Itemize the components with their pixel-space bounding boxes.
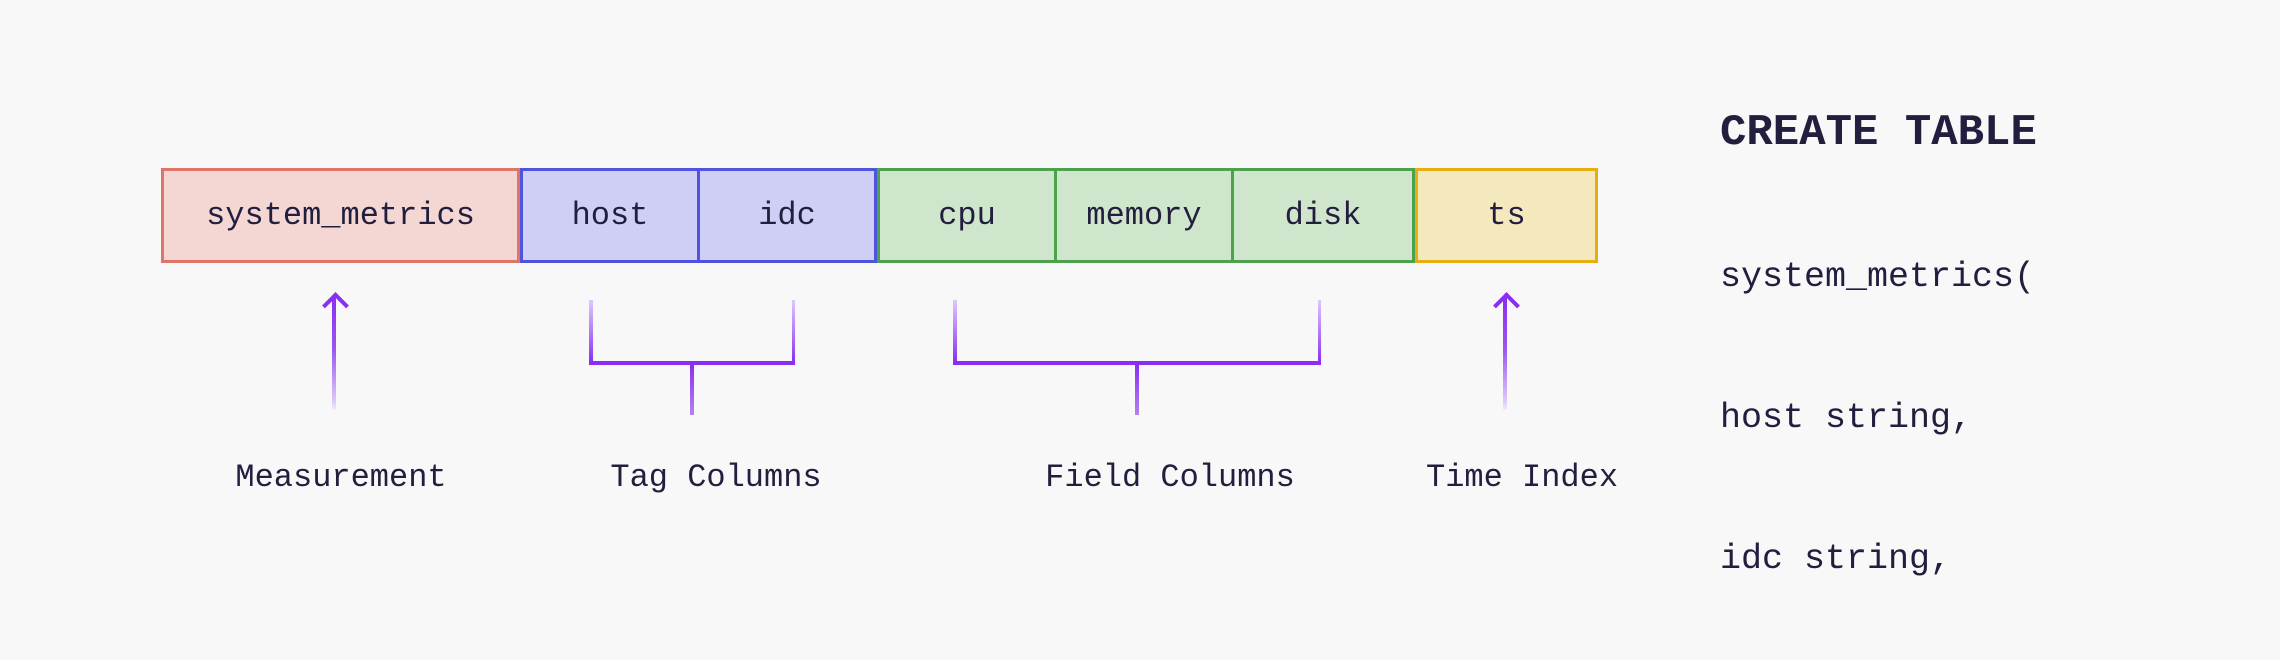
bracket-bar xyxy=(953,361,1321,365)
arrow-head xyxy=(1493,292,1520,319)
bracket-tick-right xyxy=(1317,300,1321,363)
bracket-bar xyxy=(589,361,795,365)
tag-cell-idc: idc xyxy=(697,168,877,263)
tag-columns-label: Tag Columns xyxy=(610,459,822,496)
tag-columns-bracket-icon xyxy=(589,300,795,417)
bracket-tick-left xyxy=(589,300,593,363)
sql-body: system_metrics( host string, idc string,… xyxy=(1720,160,2224,660)
create-table-snippet: CREATE TABLE system_metrics( host string… xyxy=(1720,106,2224,660)
field-cell-cpu-label: cpu xyxy=(938,197,996,234)
schema-row: system_metrics host idc cpu memory disk … xyxy=(161,168,1598,263)
measurement-cell: system_metrics xyxy=(161,168,520,263)
sql-title: CREATE TABLE xyxy=(1720,108,2037,158)
sql-line: system_metrics( xyxy=(1720,254,2224,301)
arrow-shaft xyxy=(1503,298,1507,410)
field-cell-memory: memory xyxy=(1054,168,1234,263)
time-index-label: Time Index xyxy=(1425,459,1619,496)
measurement-cell-label: system_metrics xyxy=(206,197,475,234)
arrow-head xyxy=(322,292,349,319)
field-cell-cpu: cpu xyxy=(877,168,1057,263)
bracket-stem xyxy=(690,365,694,415)
time-index-cell: ts xyxy=(1415,168,1598,263)
bracket-stem xyxy=(1135,365,1139,415)
field-cell-disk-label: disk xyxy=(1284,197,1362,234)
bracket-tick-left xyxy=(953,300,957,363)
measurement-up-arrow-icon xyxy=(322,292,349,415)
sql-text: host string, xyxy=(1720,398,1973,438)
sql-text: system_metrics( xyxy=(1720,257,2036,297)
tag-cell-host-label: host xyxy=(571,197,649,234)
sql-line: host string, xyxy=(1720,395,2224,442)
field-columns-bracket-icon xyxy=(953,300,1321,417)
field-columns-label: Field Columns xyxy=(1045,459,1295,496)
field-cell-disk: disk xyxy=(1231,168,1415,263)
time-index-up-arrow-icon xyxy=(1493,292,1520,415)
sql-line: idc string, xyxy=(1720,536,2224,583)
sql-text: idc string, xyxy=(1720,539,1952,579)
field-cell-memory-label: memory xyxy=(1086,197,1202,234)
tag-cell-idc-label: idc xyxy=(758,197,816,234)
tag-cell-host: host xyxy=(520,168,700,263)
bracket-tick-right xyxy=(791,300,795,363)
arrow-shaft xyxy=(332,298,336,410)
measurement-label: Measurement xyxy=(235,459,447,496)
time-index-cell-label: ts xyxy=(1487,197,1526,234)
